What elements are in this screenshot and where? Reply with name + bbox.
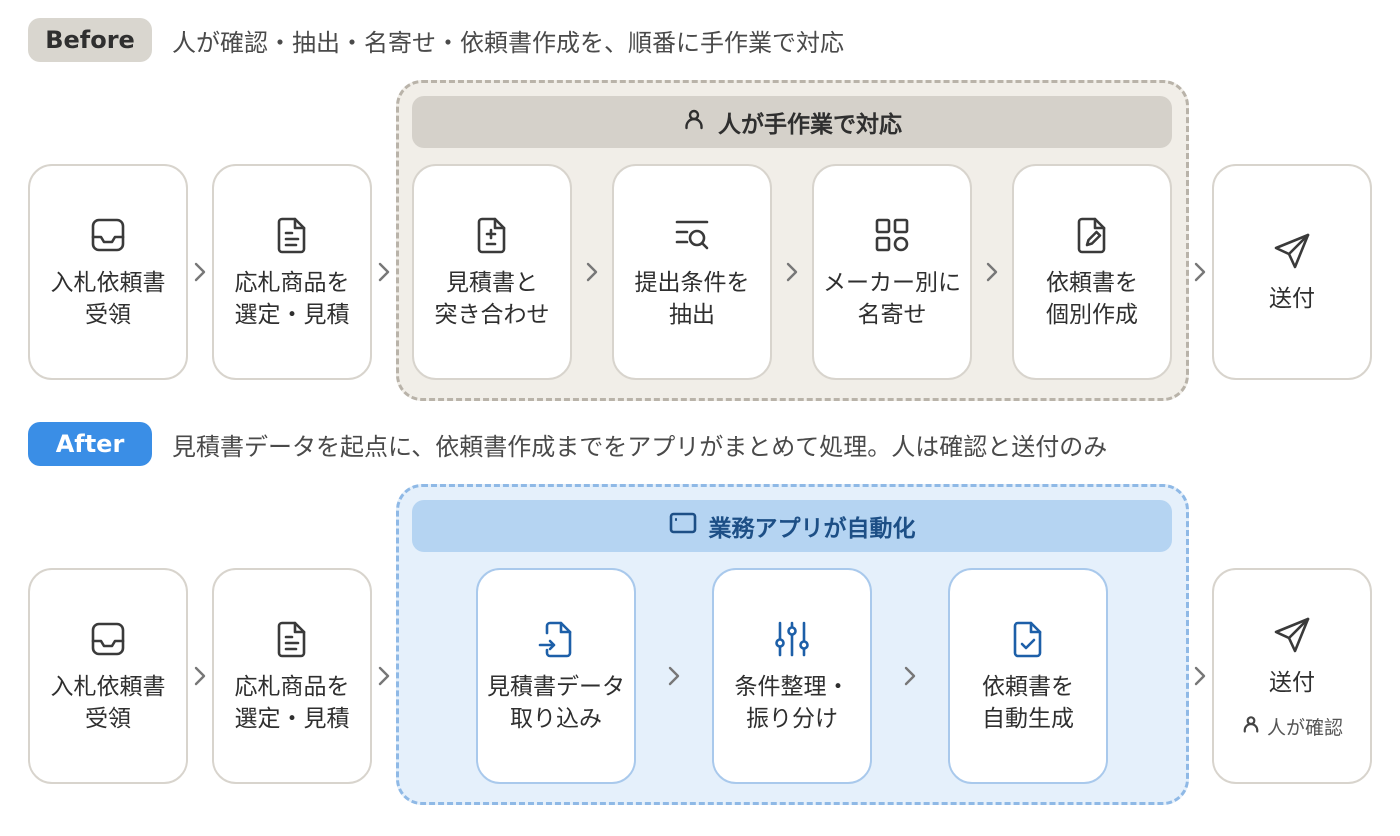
after-step-organize: 条件整理・ 振り分け (712, 568, 872, 784)
step-label-line1: 送付 (1269, 669, 1315, 696)
grid-shapes-icon (870, 213, 914, 257)
send-icon (1270, 229, 1314, 273)
before-description: 人が確認・抽出・名寄せ・依頼書作成を、順番に手作業で対応 (172, 28, 844, 57)
human-check-label: 人が確認 (1266, 716, 1343, 739)
after-step-import: 見積書データ 取り込み (476, 568, 636, 784)
sliders-icon (770, 617, 814, 661)
document-icon (270, 213, 314, 257)
before-step-extract: 提出条件を 抽出 (612, 164, 772, 380)
chevron-right-icon (190, 258, 210, 286)
step-label-line1: 提出条件を (634, 270, 750, 296)
before-step-group-by-maker: メーカー別に 名寄せ (812, 164, 972, 380)
before-group-header: 人が手作業で対応 (412, 96, 1172, 148)
step-label-line1: 依頼書を (1046, 270, 1138, 296)
document-check-icon (1006, 617, 1050, 661)
step-label-line1: 依頼書を (982, 674, 1074, 700)
chevron-right-icon (982, 258, 1002, 286)
chevron-right-icon (664, 662, 684, 690)
step-label-line2: 取り込み (510, 706, 602, 732)
before-step-create-request: 依頼書を 個別作成 (1012, 164, 1172, 380)
step-label-line2: 選定・見積 (234, 302, 350, 328)
after-group-header: 業務アプリが自動化 (412, 500, 1172, 552)
step-label-line1: 入札依頼書 (50, 674, 166, 700)
step-label-line1: 見積書データ (487, 674, 625, 700)
document-icon (270, 617, 314, 661)
after-badge: After (28, 422, 152, 466)
chevron-right-icon (900, 662, 920, 690)
step-label-line2: 振り分け (746, 706, 838, 732)
filter-search-icon (670, 213, 714, 257)
chevron-right-icon (374, 258, 394, 286)
before-badge: Before (28, 18, 152, 62)
after-step-generate: 依頼書を 自動生成 (948, 568, 1108, 784)
before-step-receive: 入札依頼書 受領 (28, 164, 188, 380)
step-label-line1: 応札商品を (234, 270, 350, 296)
step-label-line1: 入札依頼書 (50, 270, 166, 296)
before-step-select: 応札商品を 選定・見積 (212, 164, 372, 380)
inbox-icon (86, 213, 130, 257)
app-window-icon (669, 511, 697, 541)
after-group-header-label: 業務アプリが自動化 (708, 516, 916, 542)
document-edit-icon (1070, 213, 1114, 257)
after-step-send: 送付 人が確認 (1212, 568, 1372, 784)
chevron-right-icon (582, 258, 602, 286)
person-icon (1241, 714, 1261, 739)
before-group-header-label: 人が手作業で対応 (718, 112, 902, 138)
inbox-icon (86, 617, 130, 661)
step-label-line2: 突き合わせ (434, 302, 550, 328)
step-label-line1: メーカー別に (823, 270, 961, 296)
step-label-line2: 選定・見積 (234, 706, 350, 732)
step-label-line1: 条件整理・ (734, 674, 850, 700)
chevron-right-icon (1190, 662, 1210, 690)
after-step-receive: 入札依頼書 受領 (28, 568, 188, 784)
document-diff-icon (470, 213, 514, 257)
step-label-line2: 抽出 (669, 302, 715, 328)
after-step-select: 応札商品を 選定・見積 (212, 568, 372, 784)
step-label-line1: 送付 (1269, 286, 1315, 312)
human-check-note: 人が確認 (1241, 713, 1343, 740)
step-label-line2: 受領 (85, 706, 131, 732)
chevron-right-icon (782, 258, 802, 286)
before-step-compare: 見積書と 突き合わせ (412, 164, 572, 380)
person-icon (682, 107, 706, 137)
step-label-line2: 個別作成 (1046, 302, 1138, 328)
send-icon (1270, 613, 1314, 657)
step-label-line2: 受領 (85, 302, 131, 328)
step-label-line1: 見積書と (446, 270, 538, 296)
step-label-line1: 応札商品を (234, 674, 350, 700)
chevron-right-icon (374, 662, 394, 690)
before-step-send: 送付 (1212, 164, 1372, 380)
file-import-icon (534, 617, 578, 661)
chevron-right-icon (190, 662, 210, 690)
step-label-line2: 自動生成 (982, 706, 1074, 732)
after-description: 見積書データを起点に、依頼書作成までをアプリがまとめて処理。人は確認と送付のみ (172, 432, 1108, 461)
chevron-right-icon (1190, 258, 1210, 286)
step-label-line2: 名寄せ (857, 302, 927, 328)
